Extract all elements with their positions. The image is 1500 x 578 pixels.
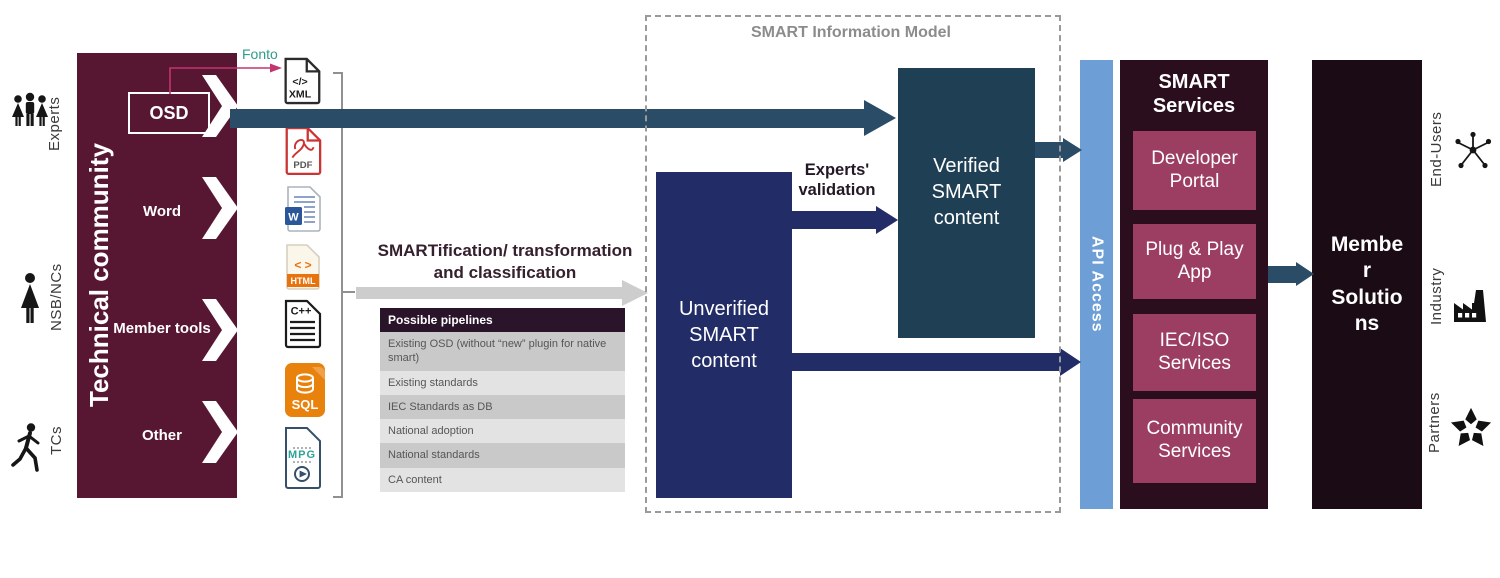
svg-text:< >: < > [294,258,311,272]
person-female-icon [21,273,39,323]
member-solutions-label: Member Solutions [1330,233,1404,335]
pdf-file-icon: PDF [285,126,322,176]
chevron-right-icon [202,75,238,137]
smart-services-title: SMART Services [1152,71,1236,117]
actor-label-tcs: TCs [48,426,65,456]
pipeline-row: Existing standards [380,370,625,395]
pipeline-row: Existing OSD (without “new” plugin for n… [380,332,625,371]
technical-community-title: Technical community [84,143,114,408]
chevron-right-icon [202,401,238,463]
svg-text:SQL: SQL [292,397,319,412]
service-plug-play-app: Plug & Play App [1133,224,1256,299]
service-iec-iso: IEC/ISO Services [1133,314,1256,391]
tech-item-osd: OSD [128,92,210,134]
pipelines-table: Possible pipelines Existing OSD (without… [380,308,625,493]
svg-text:HTML: HTML [291,276,316,286]
actor-label-industry: Industry [1428,267,1445,325]
chevron-right-icon [202,177,238,239]
pipelines-header: Possible pipelines [380,308,625,332]
transformation-arrowhead [622,280,648,306]
api-access-bar: API Access [1080,60,1113,509]
person-walking-icon [11,423,40,472]
unverified-to-api-arrow [792,353,1060,371]
actor-label-nsbncs: NSB/NCs [48,263,65,331]
cpp-file-icon: C++ [284,299,322,349]
tech-item-word: Word [142,203,182,220]
svg-text:PDF: PDF [293,160,312,171]
sql-file-icon: SQL [285,363,325,417]
verified-to-api-arrowhead [1063,138,1082,162]
service-developer-portal: Developer Portal [1133,131,1256,210]
word-file-icon: W [285,186,321,232]
file-icons-bracket [333,72,343,498]
member-solutions-box: Member Solutions [1312,60,1422,509]
svg-text:MPG: MPG [288,449,316,461]
svg-text:XML: XML [289,88,312,100]
experts-validation-label: Experts' validation [798,161,876,199]
information-model-title: SMART Information Model [751,24,951,41]
svg-text:</>: </> [292,76,307,88]
hands-together-icon [1450,407,1492,447]
unverified-content-box: Unverified SMART content [656,172,792,498]
bracket-tick [341,291,355,293]
actor-label-end-users: End-Users [1428,111,1445,187]
service-community: Community Services [1133,399,1256,483]
experts-group-icon [12,92,48,126]
pipeline-row: National standards [380,443,625,468]
actor-label-partners: Partners [1426,392,1443,454]
verified-to-api-arrow [1035,142,1063,158]
osd-to-verified-arrowhead [864,100,896,136]
svg-text:W: W [288,212,299,224]
verified-content-box: Verified SMART content [898,68,1035,338]
services-to-member-arrow [1268,266,1296,283]
actor-label-experts: Experts [46,96,63,152]
fonto-arrow [169,63,282,94]
fonto-label: Fonto [242,46,278,62]
pipeline-row: National adoption [380,419,625,444]
validation-arrow [792,211,876,229]
network-users-icon [1455,131,1492,169]
html-file-icon: < > HTML [286,244,320,290]
unverified-to-api-arrowhead [1060,348,1081,376]
services-to-member-arrowhead [1296,262,1314,286]
tech-item-other: Other [141,427,182,444]
transformation-arrow [356,287,622,299]
pipeline-row: IEC Standards as DB [380,394,625,420]
tech-item-member-tools: Member tools [113,320,211,337]
factory-icon [1454,290,1486,322]
svg-text:C++: C++ [291,306,312,318]
validation-arrowhead [876,206,898,234]
mpg-file-icon: MPG [285,427,321,489]
api-access-label: API Access [1088,236,1106,333]
pipeline-row: CA content [380,467,625,493]
transformation-title: SMARTification/ transformation and class… [377,241,633,283]
xml-file-icon: </> XML [284,57,321,105]
osd-to-verified-arrow [230,109,864,128]
chevron-right-icon [202,299,238,361]
